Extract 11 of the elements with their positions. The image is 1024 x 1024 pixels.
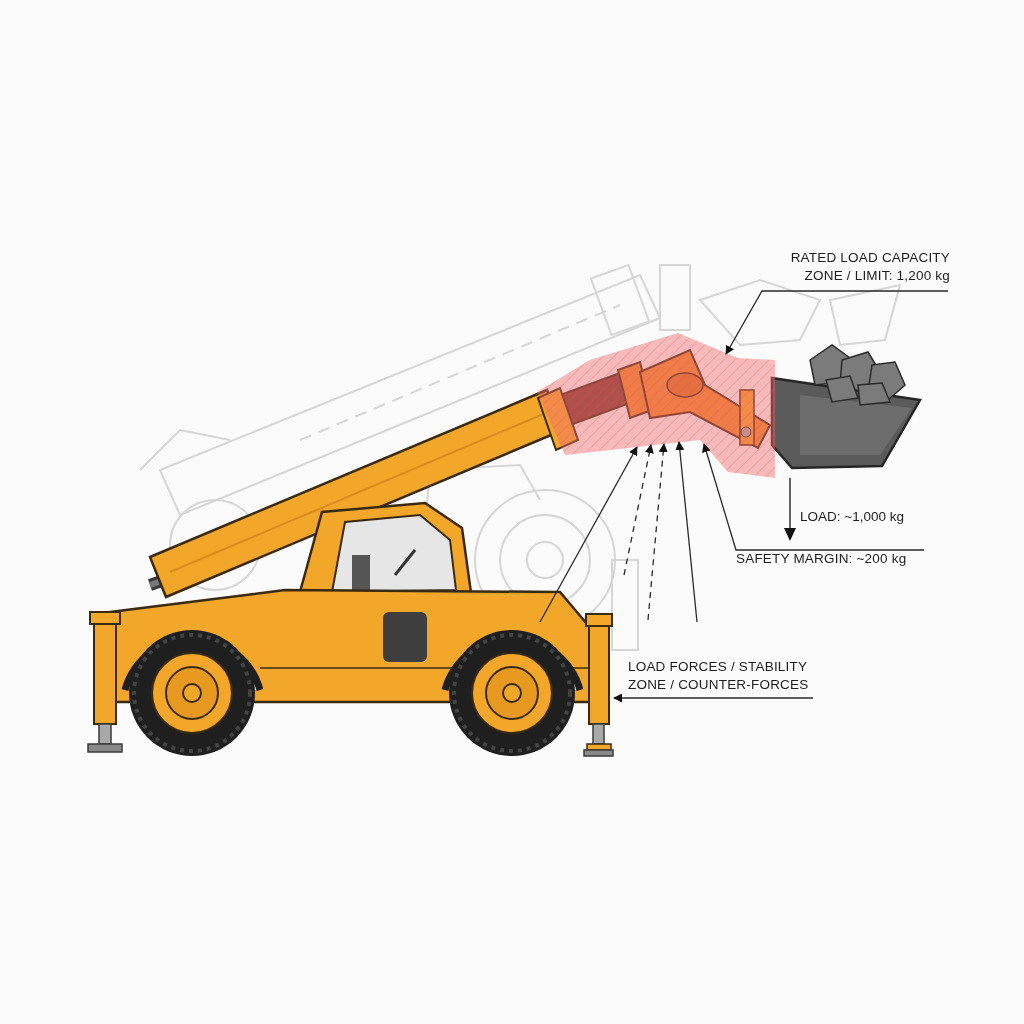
force-arrow [539,446,638,623]
leader-line [702,443,925,551]
force-arrow [623,444,654,576]
leader-line [613,693,814,703]
load-label: LOAD: ~1,000 kg [800,509,904,524]
callout-text: LOAD FORCES / STABILITY ZONE / COUNTER-FORCES [628,658,813,695]
force-arrow [675,441,698,623]
leader-line [725,290,949,355]
callout-text: SAFETY MARGIN: ~200 kg [736,550,926,569]
callout-text: RATED LOAD CAPACITY ZONE / LIMIT: 1,200 kg [760,249,950,286]
force-arrow [647,443,668,621]
